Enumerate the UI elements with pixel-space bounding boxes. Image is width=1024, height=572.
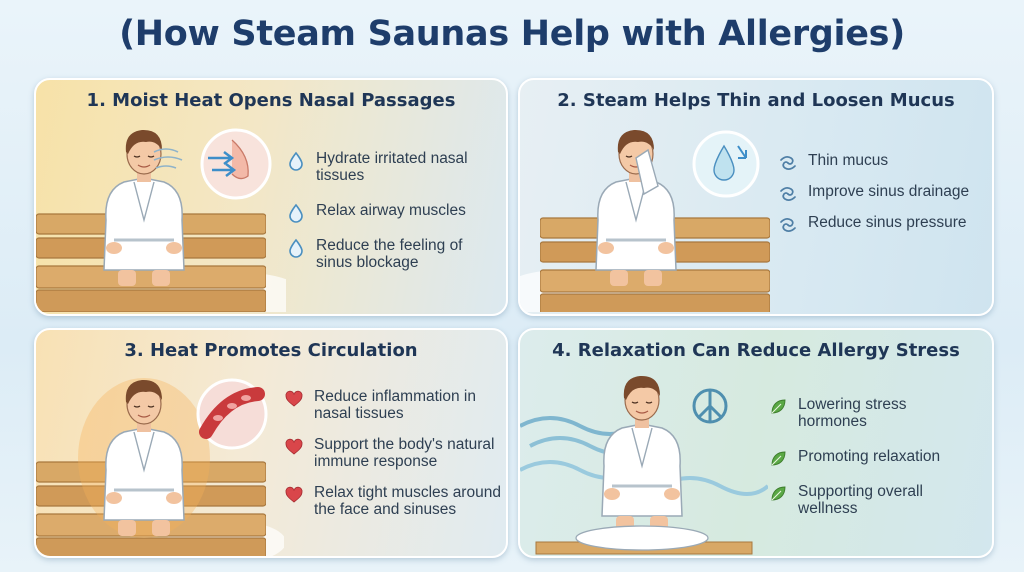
bullet-list: Reduce inflammation in nasal tissues Sup…: [284, 388, 506, 532]
sauna-man-warm-illustration: [36, 378, 284, 556]
list-item: Relax airway muscles: [286, 202, 496, 219]
heart-icon: [284, 389, 304, 409]
heart-icon: [284, 485, 304, 505]
list-item: Hydrate irritated nasal tissues: [286, 150, 496, 184]
panel-relaxation: 4. Relaxation Can Reduce Allergy Stress …: [518, 328, 994, 558]
tissue-icon: [635, 148, 659, 196]
panel-title: 3. Heat Promotes Circulation: [124, 340, 418, 361]
swirl-icon: [778, 184, 798, 204]
sauna-man-illustration: [36, 128, 286, 312]
panel-title: 1. Moist Heat Opens Nasal Passages: [86, 90, 456, 111]
panel-moist-heat: 1. Moist Heat Opens Nasal Passages Hydra…: [34, 78, 508, 316]
panel-title: 2. Steam Helps Thin and Loosen Mucus: [557, 90, 955, 111]
list-item: Supporting overall wellness: [768, 483, 978, 517]
leaf-icon: [768, 484, 788, 504]
panel-steam-mucus: 2. Steam Helps Thin and Loosen Mucus Thi…: [518, 78, 994, 316]
panel-title: 4. Relaxation Can Reduce Allergy Stress: [552, 340, 960, 361]
list-item: Relax tight muscles around the face and …: [284, 484, 506, 518]
list-item: Lowering stress hormones: [768, 396, 978, 430]
panel-circulation: 3. Heat Promotes Circulation Reduce infl…: [34, 328, 508, 558]
list-item: Reduce the feeling of sinus blockage: [286, 237, 496, 271]
swirl-icon: [778, 215, 798, 235]
list-item: Reduce sinus pressure: [778, 214, 978, 231]
heart-icon: [284, 437, 304, 457]
list-item: Reduce inflammation in nasal tissues: [284, 388, 506, 422]
page-title: (How Steam Saunas Help with Allergies): [119, 14, 905, 54]
leaf-icon: [768, 397, 788, 417]
list-item: Support the body's natural immune respon…: [284, 436, 506, 470]
water-drop-icon: [286, 203, 306, 223]
list-item: Improve sinus drainage: [778, 183, 978, 200]
sauna-man-tissue-illustration: [520, 128, 770, 312]
list-item: Thin mucus: [778, 152, 978, 169]
leaf-icon: [768, 449, 788, 469]
bullet-list: Lowering stress hormones Promoting relax…: [768, 396, 978, 535]
bullet-list: Hydrate irritated nasal tissues Relax ai…: [286, 150, 496, 289]
bullet-list: Thin mucus Improve sinus drainage Reduce…: [778, 152, 978, 245]
water-drop-icon: [286, 238, 306, 258]
water-drop-icon: [286, 151, 306, 171]
meditating-man-illustration: [520, 374, 768, 555]
swirl-icon: [778, 153, 798, 173]
list-item: Promoting relaxation: [768, 448, 978, 465]
